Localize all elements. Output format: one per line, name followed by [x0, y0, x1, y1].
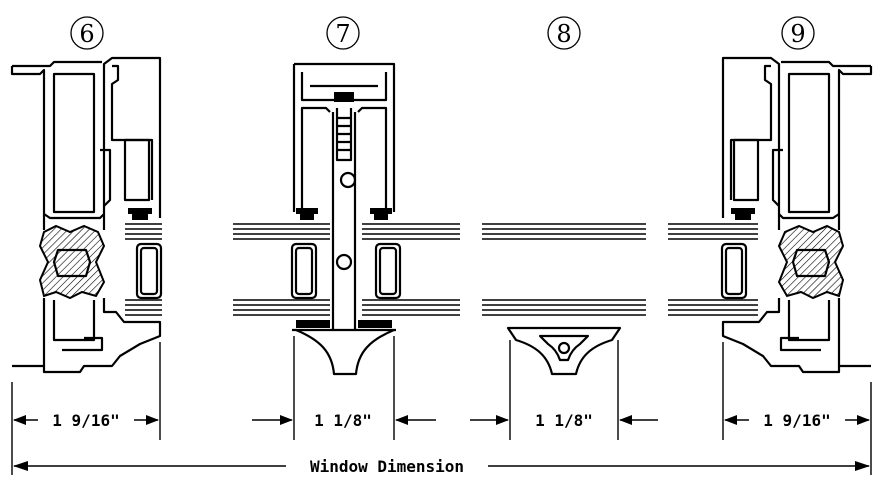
glass-panes [125, 223, 758, 316]
dimension-label-8: 1 1/8" [535, 411, 593, 430]
frame-detail-6 [10, 56, 163, 374]
dimension-label-7: 1 1/8" [314, 411, 372, 430]
extension-lines [11, 336, 872, 475]
callout-6: 6 [70, 16, 104, 50]
dimension-lines [13, 415, 870, 471]
dimension-label-9: 1 9/16" [763, 411, 830, 430]
dimension-label-6: 1 9/16" [52, 411, 119, 430]
cap-detail-8 [506, 326, 622, 376]
callout-8: 8 [547, 16, 581, 50]
mullion-detail-7 [290, 62, 402, 376]
callout-6-number: 6 [79, 20, 94, 48]
overall-dimension-label: Window Dimension [310, 457, 464, 476]
callout-9-number: 9 [790, 20, 805, 48]
callout-7: 7 [326, 16, 360, 50]
callout-8-number: 8 [556, 20, 571, 48]
callout-7-number: 7 [335, 20, 350, 48]
frame-detail-9 [720, 56, 873, 374]
glass-lower [125, 299, 758, 316]
glass-upper [125, 223, 758, 240]
callout-9: 9 [781, 16, 815, 50]
